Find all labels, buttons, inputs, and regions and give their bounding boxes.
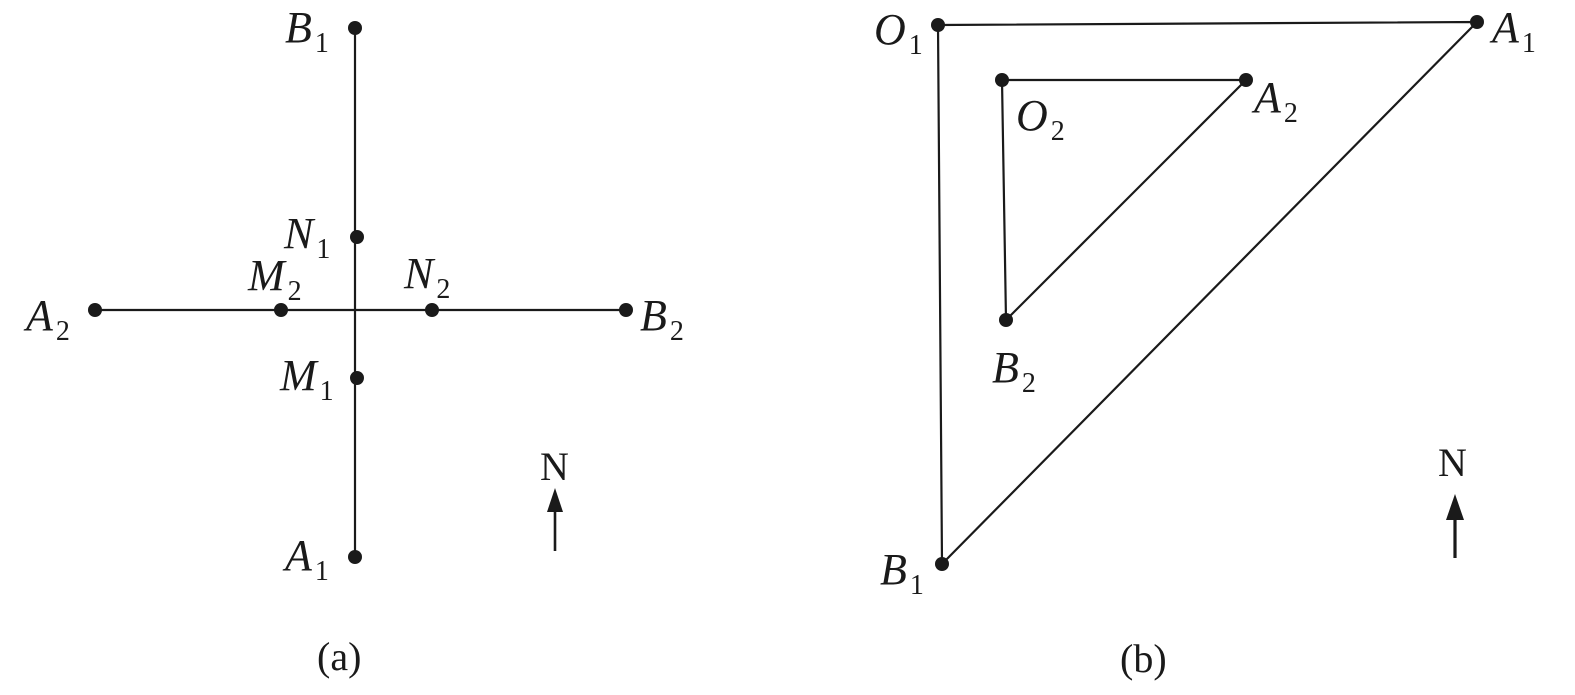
point-b1-b bbox=[935, 557, 949, 571]
point-a1 bbox=[348, 550, 362, 564]
north-label-b: N bbox=[1438, 440, 1467, 485]
point-a2 bbox=[88, 303, 102, 317]
point-n1 bbox=[350, 230, 364, 244]
caption-b: (b) bbox=[1120, 636, 1167, 681]
point-b2 bbox=[619, 303, 633, 317]
point-m1 bbox=[350, 371, 364, 385]
north-arrow-icon bbox=[1446, 494, 1464, 558]
north-arrow-icon bbox=[547, 488, 563, 551]
triangle-o1-a1-b1 bbox=[936, 20, 1480, 567]
point-o2 bbox=[995, 73, 1009, 87]
triangle-o2-a2-b2 bbox=[1000, 78, 1249, 323]
point-b1 bbox=[348, 21, 362, 35]
caption-a: (a) bbox=[317, 634, 361, 679]
north-label-a: N bbox=[540, 444, 569, 489]
point-n2 bbox=[425, 303, 439, 317]
point-b2-b bbox=[999, 313, 1013, 327]
point-a2-b bbox=[1239, 73, 1253, 87]
point-m2 bbox=[274, 303, 288, 317]
point-a1-b bbox=[1470, 15, 1484, 29]
point-o1 bbox=[931, 18, 945, 32]
